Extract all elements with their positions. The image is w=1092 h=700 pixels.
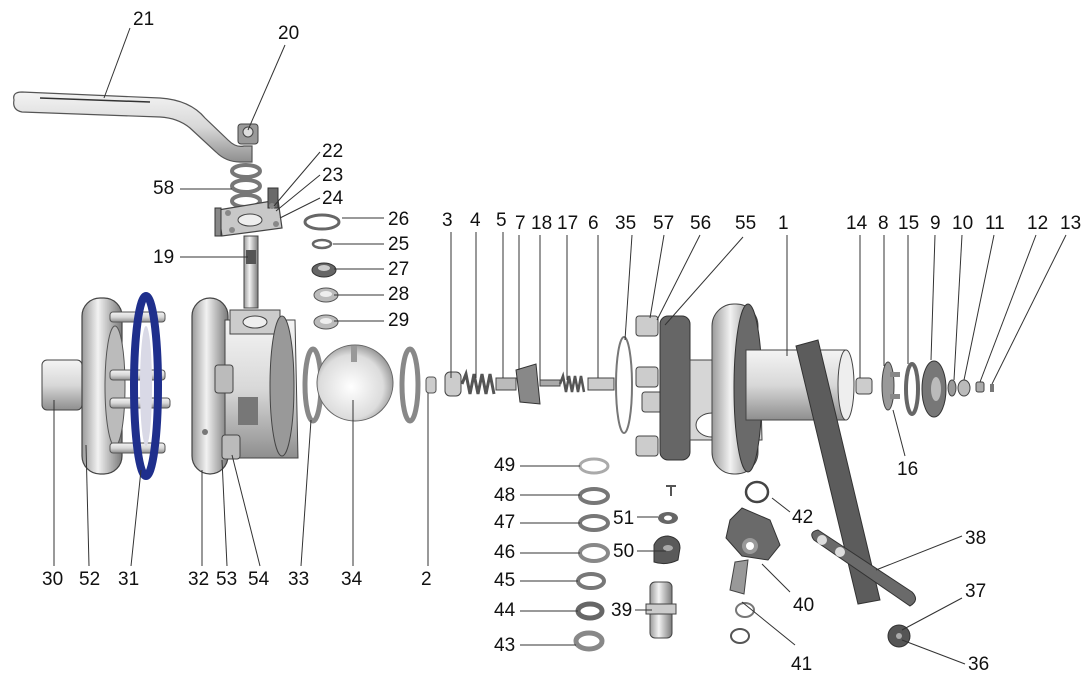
part-label-53: 53 (216, 569, 238, 590)
part-label-15: 15 (898, 213, 920, 234)
part-label-54: 54 (248, 569, 270, 590)
part-label-17: 17 (557, 213, 579, 234)
part-label-36: 36 (968, 654, 990, 675)
part-label-37: 37 (965, 581, 987, 602)
part-label-9: 9 (930, 213, 941, 234)
part-label-55: 55 (735, 213, 757, 234)
part-label-33: 33 (288, 569, 310, 590)
right-cap-parts (855, 360, 994, 418)
part-label-22: 22 (322, 141, 344, 162)
part-label-28: 28 (388, 284, 410, 305)
cam-plate (725, 480, 781, 644)
part-label-4: 4 (470, 210, 481, 231)
part-label-39: 39 (611, 600, 633, 621)
cam-parts (645, 485, 681, 639)
part-label-50: 50 (613, 541, 635, 562)
part-label-5: 5 (496, 210, 507, 231)
handle-lever (13, 91, 259, 163)
part-label-24: 24 (322, 188, 344, 209)
part-label-13: 13 (1060, 213, 1082, 234)
part-label-31: 31 (118, 569, 140, 590)
part-label-35: 35 (615, 213, 637, 234)
part-label-8: 8 (878, 213, 889, 234)
part-label-10: 10 (952, 213, 974, 234)
part-label-42: 42 (792, 507, 814, 528)
part-label-3: 3 (442, 210, 453, 231)
valve-body (191, 297, 299, 475)
part-label-38: 38 (965, 528, 987, 549)
part-label-56: 56 (690, 213, 712, 234)
part-label-58: 58 (153, 178, 175, 199)
part-label-26: 26 (388, 209, 410, 230)
part-label-47: 47 (494, 512, 516, 533)
part-label-2: 2 (421, 569, 432, 590)
part-label-21: 21 (133, 9, 155, 30)
part-label-30: 30 (42, 569, 64, 590)
stop-plate (214, 187, 283, 237)
part-label-57: 57 (653, 213, 675, 234)
part-label-14: 14 (846, 213, 868, 234)
part-label-6: 6 (588, 213, 599, 234)
lever-arm (795, 339, 881, 605)
part-label-20: 20 (278, 23, 300, 44)
part-label-19: 19 (153, 247, 175, 268)
actuator-housing (635, 303, 855, 475)
part-label-32: 32 (188, 569, 210, 590)
part-label-12: 12 (1027, 213, 1049, 234)
part-label-7: 7 (515, 213, 526, 234)
part-label-45: 45 (494, 570, 516, 591)
spring-assembly (444, 336, 633, 434)
part-label-1: 1 (778, 213, 789, 234)
part-label-43: 43 (494, 635, 516, 656)
part-label-44: 44 (494, 600, 516, 621)
part-label-11: 11 (985, 213, 1005, 234)
part-label-25: 25 (388, 234, 410, 255)
part-label-16: 16 (897, 459, 919, 480)
seal-stack (573, 457, 610, 652)
part-label-46: 46 (494, 542, 516, 563)
part-label-52: 52 (79, 569, 101, 590)
part-label-23: 23 (322, 165, 344, 186)
part-label-18: 18 (531, 213, 553, 234)
part-label-51: 51 (613, 508, 635, 529)
part-label-48: 48 (494, 485, 516, 506)
part-label-49: 49 (494, 455, 516, 476)
part-label-29: 29 (388, 310, 410, 331)
washer-stack-58 (230, 163, 262, 209)
seat-and-ball (302, 344, 437, 424)
part-label-41: 41 (791, 654, 813, 675)
stem-seals (303, 213, 341, 330)
left-flange (41, 292, 171, 480)
part-label-34: 34 (341, 569, 363, 590)
link-arm (811, 529, 916, 648)
stem (243, 235, 259, 309)
part-label-27: 27 (388, 259, 410, 280)
part-label-40: 40 (793, 595, 815, 616)
leader-lines (53, 27, 1067, 665)
